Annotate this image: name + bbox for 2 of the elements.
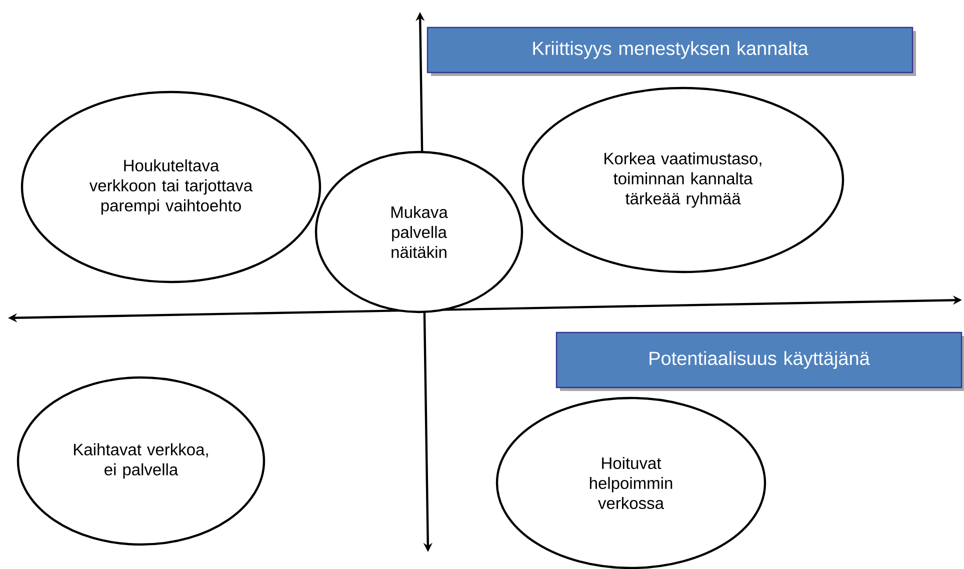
title-box: Potentiaalisuus käyttäjänä bbox=[556, 332, 964, 391]
title-box: Kriittisyys menestyksen kannalta bbox=[426, 26, 916, 76]
